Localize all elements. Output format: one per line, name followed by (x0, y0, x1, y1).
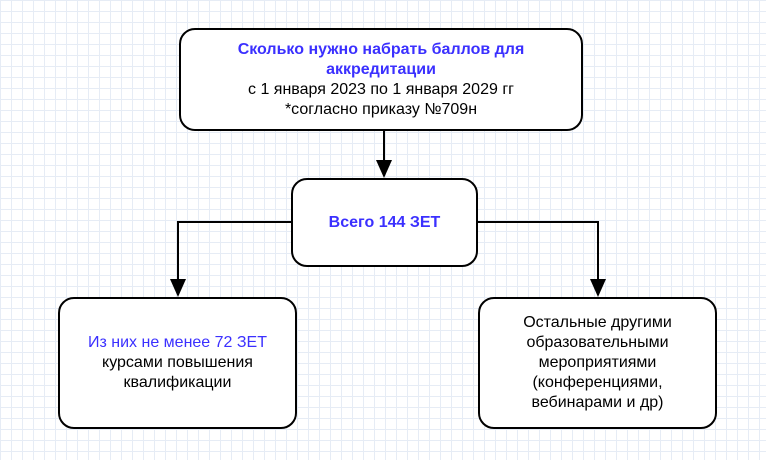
left-text: курсами повышения квалификации (102, 354, 253, 391)
arrow-middle-to-left (170, 221, 291, 297)
right-box: Остальные другими образовательными мероп… (478, 297, 717, 429)
left-highlight: Из них не менее 72 ЗЕТ (87, 334, 267, 351)
left-box: Из них не менее 72 ЗЕТ курсами повышения… (58, 297, 297, 429)
top-note: *согласно приказу №709н (284, 100, 478, 118)
top-box: Сколько нужно набрать баллов для аккреди… (179, 28, 583, 131)
top-title: Сколько нужно набрать баллов для аккреди… (237, 40, 525, 78)
arrow-middle-to-right (477, 221, 606, 297)
middle-label: Всего 144 ЗЕТ (328, 213, 441, 231)
top-period: с 1 января 2023 по 1 января 2029 гг (248, 80, 514, 98)
right-text: Остальные другими образовательными мероп… (523, 314, 672, 411)
middle-box: Всего 144 ЗЕТ (291, 178, 478, 267)
